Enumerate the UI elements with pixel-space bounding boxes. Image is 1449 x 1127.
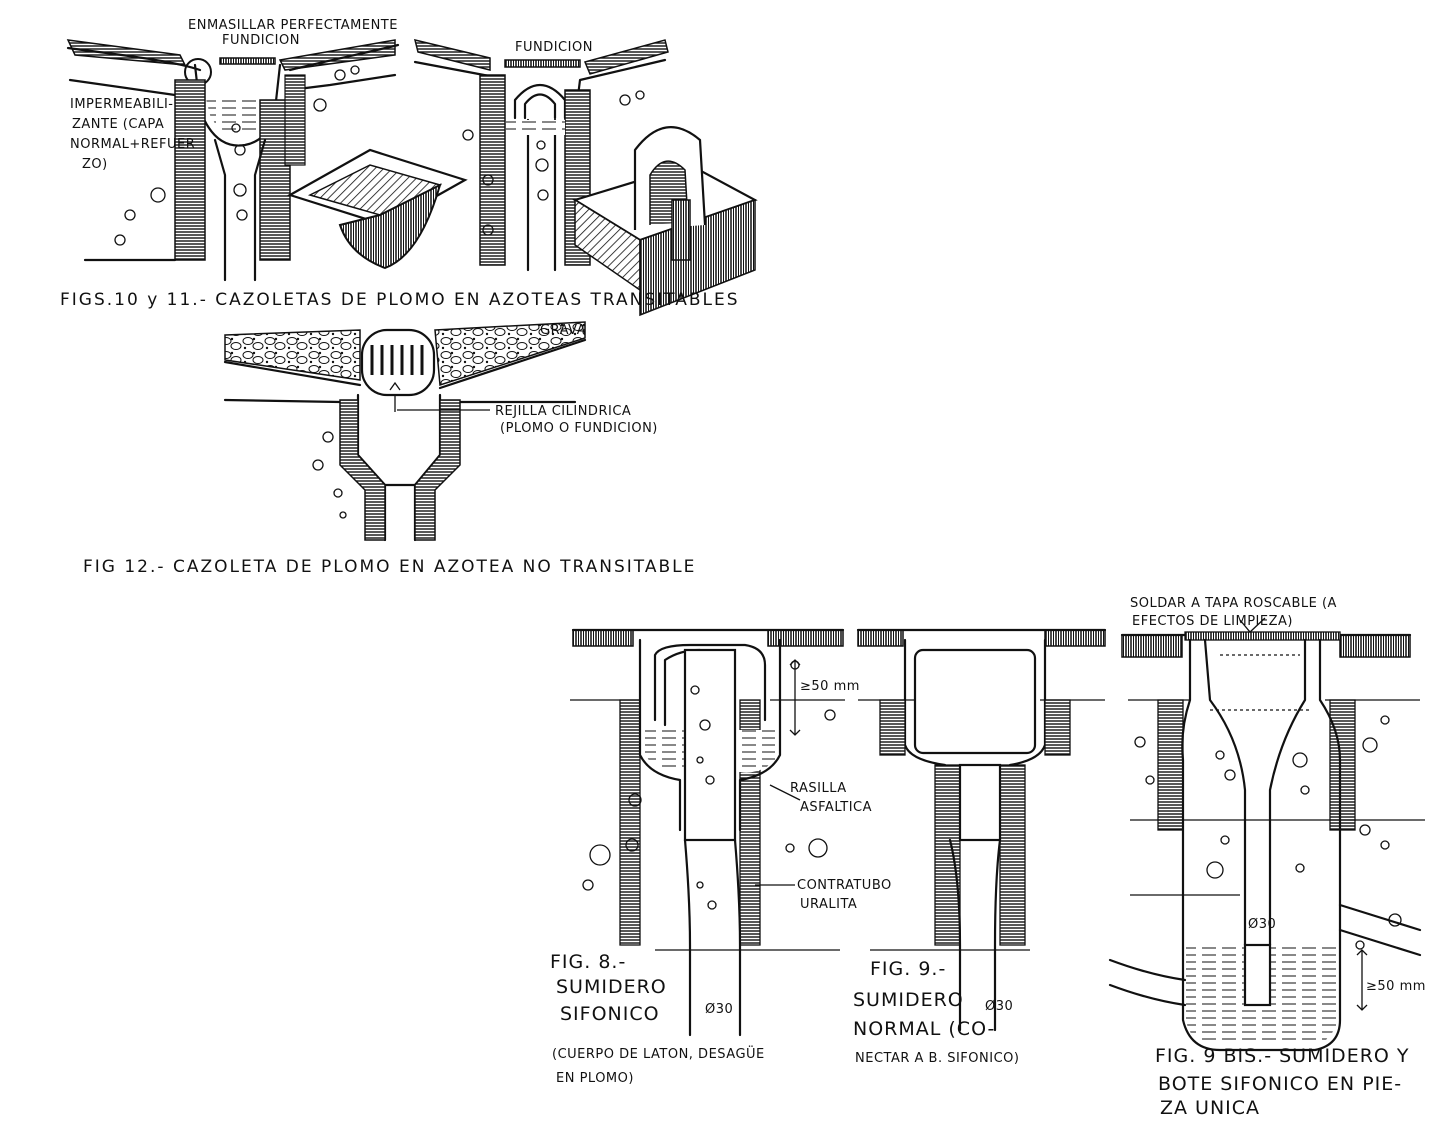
- fig9-diameter: Ø30: [985, 999, 1013, 1014]
- fig9bis-diameter: Ø30: [1248, 917, 1276, 932]
- fig12-label-grate-line1: REJILLA CILINDRICA: [495, 404, 631, 419]
- fig8-caption-line1: FIG. 8.-: [550, 951, 626, 973]
- fig10-11-caption: FIGS.10 y 11.- CAZOLETAS DE PLOMO EN AZO…: [60, 290, 740, 310]
- fig9bis-caption-line2: BOTE SIFONICO EN PIE-: [1158, 1073, 1402, 1095]
- fig8-label-tube-line2: URALITA: [800, 897, 857, 912]
- fig9bis-label-top-line2: EFECTOS DE LIMPIEZA): [1132, 614, 1293, 629]
- fig9bis-dim-label: ≥50 mm: [1366, 979, 1426, 994]
- fig8-label-asphalt-line1: RASILLA: [790, 781, 847, 796]
- fig10-label-left-line4: ZO): [82, 157, 108, 172]
- fig10-label-left-line1: IMPERMEABILI-: [70, 97, 173, 112]
- fig10-label-left-line2: ZANTE (CAPA: [72, 117, 164, 132]
- fig9-caption-line3: NORMAL (CO-: [853, 1018, 995, 1040]
- fig9bis-caption-line1: FIG. 9 BIS.- SUMIDERO Y: [1155, 1045, 1410, 1067]
- fig8-label-asphalt-line2: ASFALTICA: [800, 800, 872, 815]
- fig10-label-top-line1: ENMASILLAR PERFECTAMENTE: [188, 18, 398, 33]
- fig12-drawing: [223, 321, 587, 542]
- fig8-caption-line2: SUMIDERO: [556, 976, 667, 998]
- fig9-caption-line4: NECTAR A B. SIFONICO): [855, 1051, 1019, 1066]
- fig9-drawing: [856, 628, 1107, 1032]
- fig9-caption-line1: FIG. 9.-: [870, 958, 946, 980]
- fig9bis-caption-line3: ZA UNICA: [1160, 1097, 1260, 1119]
- fig8-caption-line3: SIFONICO: [560, 1003, 660, 1025]
- fig10-box-perspective: [287, 148, 468, 270]
- fig8-note-line2: EN PLOMO): [556, 1071, 634, 1086]
- fig8-dim-label: ≥50 mm: [800, 679, 860, 694]
- fig8-diameter: Ø30: [705, 1002, 733, 1017]
- fig9bis-drawing: [1108, 617, 1425, 1052]
- fig12-label-grate-line2: (PLOMO O FUNDICION): [500, 421, 658, 436]
- fig12-caption: FIG 12.- CAZOLETA DE PLOMO EN AZOTEA NO …: [83, 557, 696, 577]
- fig8-label-tube-line1: CONTRATUBO: [797, 878, 892, 893]
- fig11-box-perspective: [572, 126, 758, 317]
- fig9-caption-line2: SUMIDERO: [853, 989, 964, 1011]
- fig12-label-gravel: GRAVA: [540, 323, 586, 338]
- fig8-drawing: [570, 628, 845, 1037]
- fig10-label-left-line3: NORMAL+REFUER: [70, 137, 195, 152]
- fig11-label-top: FUNDICION: [515, 40, 593, 55]
- fig9bis-label-top-line1: SOLDAR A TAPA ROSCABLE (A: [1130, 596, 1337, 611]
- fig10-label-top-line2: FUNDICION: [222, 33, 300, 48]
- fig10-drawing: [66, 39, 400, 282]
- fig8-note-line1: (CUERPO DE LATON, DESAGÜE: [552, 1045, 765, 1062]
